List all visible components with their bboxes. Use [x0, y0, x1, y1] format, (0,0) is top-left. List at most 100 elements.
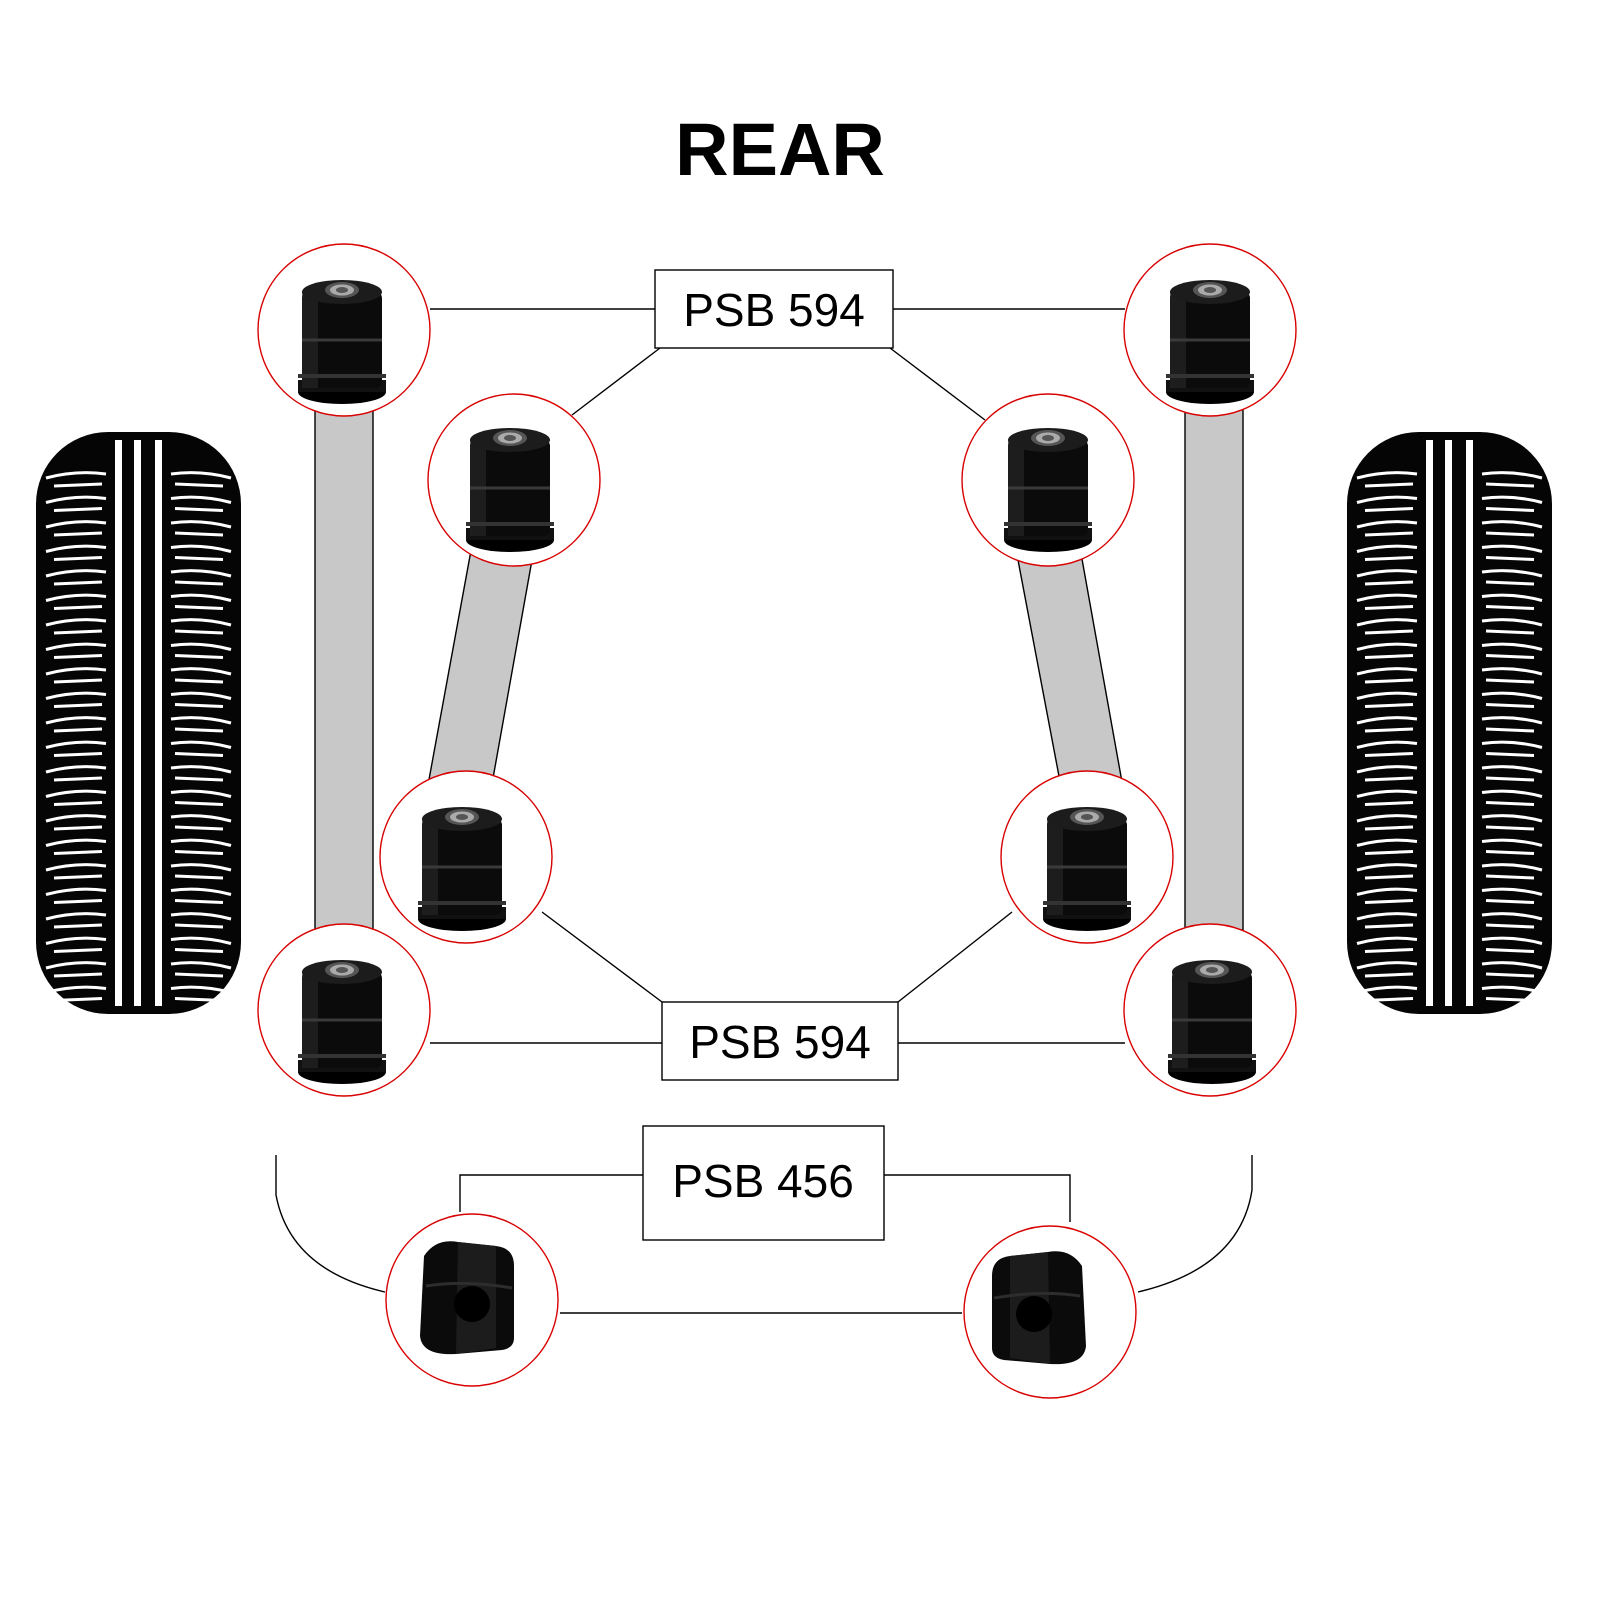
tread-mark: [1481, 618, 1543, 635]
tread-mark: [1481, 740, 1543, 757]
tread-mark: [1356, 569, 1418, 586]
tread-mark: [45, 569, 107, 586]
tread-mark: [1356, 642, 1418, 659]
tread-mark: [1481, 863, 1543, 880]
bush-icon-upper-left-inner: [427, 393, 601, 567]
tread-mark: [1356, 838, 1418, 855]
tread-mark: [1356, 887, 1418, 904]
svg-text:PSB 594: PSB 594: [689, 1016, 871, 1068]
tread-mark: [1481, 642, 1543, 659]
tread-mark: [1356, 985, 1418, 1002]
tread-mark: [1481, 593, 1543, 610]
tread-mark: [45, 544, 107, 561]
tread-mark: [45, 912, 107, 929]
tread-mark: [170, 618, 232, 635]
tread-mark: [1356, 667, 1418, 684]
tread-mark: [1481, 471, 1543, 488]
tread-mark: [170, 838, 232, 855]
tread-mark: [170, 985, 232, 1002]
tread-mark: [170, 765, 232, 782]
tread-mark: [170, 912, 232, 929]
tread-mark: [1356, 912, 1418, 929]
tread-mark: [1481, 936, 1543, 953]
tread-mark: [170, 716, 232, 733]
tread-mark: [1481, 838, 1543, 855]
tread-mark: [45, 471, 107, 488]
tread-mark: [45, 814, 107, 831]
tread-mark: [170, 961, 232, 978]
tread-mark: [1356, 471, 1418, 488]
tread-mark: [1481, 495, 1543, 512]
sway-bar-bush-icon-right: [963, 1225, 1137, 1399]
label-psb-594-upper: PSB 594: [654, 269, 894, 349]
tread-mark: [45, 863, 107, 880]
tread-mark: [1356, 716, 1418, 733]
tread-mark: [1356, 593, 1418, 610]
tread-mark: [1356, 618, 1418, 635]
tread-mark: [1481, 985, 1543, 1002]
link-arm-right: [1017, 547, 1123, 793]
tread-mark: [170, 593, 232, 610]
tread-mark: [170, 691, 232, 708]
bush-icon-upper-right-outer: [1123, 243, 1297, 417]
tread-mark: [1481, 667, 1543, 684]
trailing-arm-right: [1184, 404, 1244, 931]
tyre-icon-left: [36, 432, 241, 1014]
bush-icon-upper-left-outer: [257, 243, 431, 417]
tread-mark: [45, 618, 107, 635]
tread-mark: [1356, 863, 1418, 880]
tread-mark: [170, 936, 232, 953]
tread-mark: [170, 814, 232, 831]
tread-mark: [170, 863, 232, 880]
tread-mark: [170, 642, 232, 659]
tread-mark: [1356, 740, 1418, 757]
tread-mark: [170, 471, 232, 488]
bush-icon-upper-right-inner: [961, 393, 1135, 567]
tread-mark: [45, 789, 107, 806]
tread-mark: [45, 961, 107, 978]
tread-mark: [45, 985, 107, 1002]
tread-mark: [170, 495, 232, 512]
bush-icon-lower-left-outer: [257, 923, 431, 1097]
tread-mark: [45, 936, 107, 953]
tread-mark: [170, 667, 232, 684]
bush-icon-lower-right-inner: [1000, 770, 1174, 944]
page-title: REAR: [675, 108, 885, 191]
svg-text:PSB 594: PSB 594: [683, 284, 865, 336]
tread-mark: [1356, 495, 1418, 512]
tread-mark: [1356, 520, 1418, 537]
tread-mark: [1481, 814, 1543, 831]
sway-bar-bush-icon-left: [385, 1213, 559, 1387]
tread-mark: [45, 667, 107, 684]
tread-mark: [170, 887, 232, 904]
tread-mark: [45, 691, 107, 708]
tread-mark: [1481, 716, 1543, 733]
tread-mark: [1481, 569, 1543, 586]
svg-text:PSB 456: PSB 456: [672, 1155, 854, 1207]
tread-mark: [1481, 961, 1543, 978]
tread-mark: [45, 642, 107, 659]
tread-mark: [45, 716, 107, 733]
tread-mark: [45, 520, 107, 537]
tread-mark: [1481, 765, 1543, 782]
tread-mark: [1481, 789, 1543, 806]
leader-lines: [275, 308, 1253, 1314]
tread-mark: [45, 495, 107, 512]
bush-icon-lower-right-outer: [1123, 923, 1297, 1097]
link-arm-left: [427, 544, 533, 796]
label-psb-594-lower: PSB 594: [661, 1001, 899, 1081]
tread-mark: [1481, 912, 1543, 929]
label-psb-456: PSB 456: [642, 1125, 885, 1241]
tread-mark: [45, 593, 107, 610]
tread-mark: [170, 740, 232, 757]
tread-mark: [170, 789, 232, 806]
tread-mark: [170, 569, 232, 586]
tread-mark: [1356, 814, 1418, 831]
tread-mark: [1481, 887, 1543, 904]
tread-mark: [1481, 520, 1543, 537]
tread-mark: [1356, 789, 1418, 806]
tread-mark: [1356, 961, 1418, 978]
trailing-arm-left: [314, 404, 374, 931]
tread-mark: [170, 544, 232, 561]
